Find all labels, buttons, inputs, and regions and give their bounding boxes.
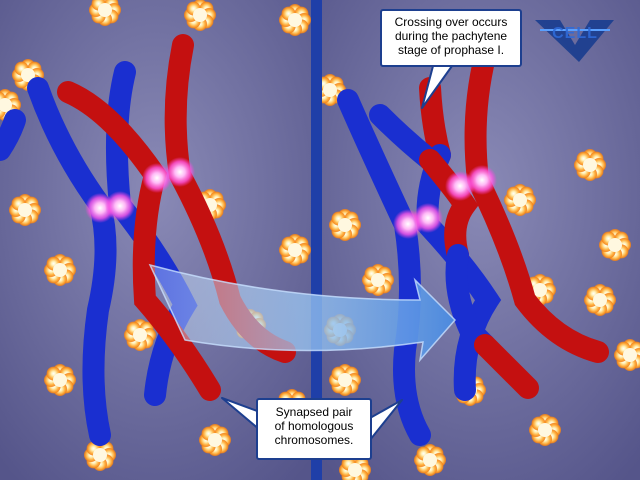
synapsed-pair-callout: Synapsed pair of homologous chromosomes. xyxy=(256,398,372,460)
callout-line: Synapsed pair xyxy=(275,405,353,419)
callout-line: of homologous xyxy=(274,419,354,433)
callout-line: during the pachytene xyxy=(394,29,508,43)
callout-line: stage of prophase I. xyxy=(397,43,505,57)
callout-line: chromosomes. xyxy=(274,433,354,447)
red-chromatid-1 xyxy=(419,149,479,266)
callout-line: Crossing over occurs xyxy=(394,15,508,29)
transition-arrow xyxy=(148,263,457,363)
crossing-over-callout: Crossing over occurs during the pachyten… xyxy=(380,9,522,67)
blue-chromatid-1 xyxy=(27,77,117,446)
right-chiasma-glows xyxy=(393,165,497,239)
red-chromatid-2 xyxy=(464,34,609,363)
blue-chromatid-1 xyxy=(337,89,431,446)
partial-blue-chromosome xyxy=(0,109,26,161)
left-chiasma-glows xyxy=(85,157,195,223)
svg-text:CELL: CELL xyxy=(552,25,598,42)
red-chromatid-1 xyxy=(57,81,221,401)
cell-logo: CELL xyxy=(535,20,614,62)
